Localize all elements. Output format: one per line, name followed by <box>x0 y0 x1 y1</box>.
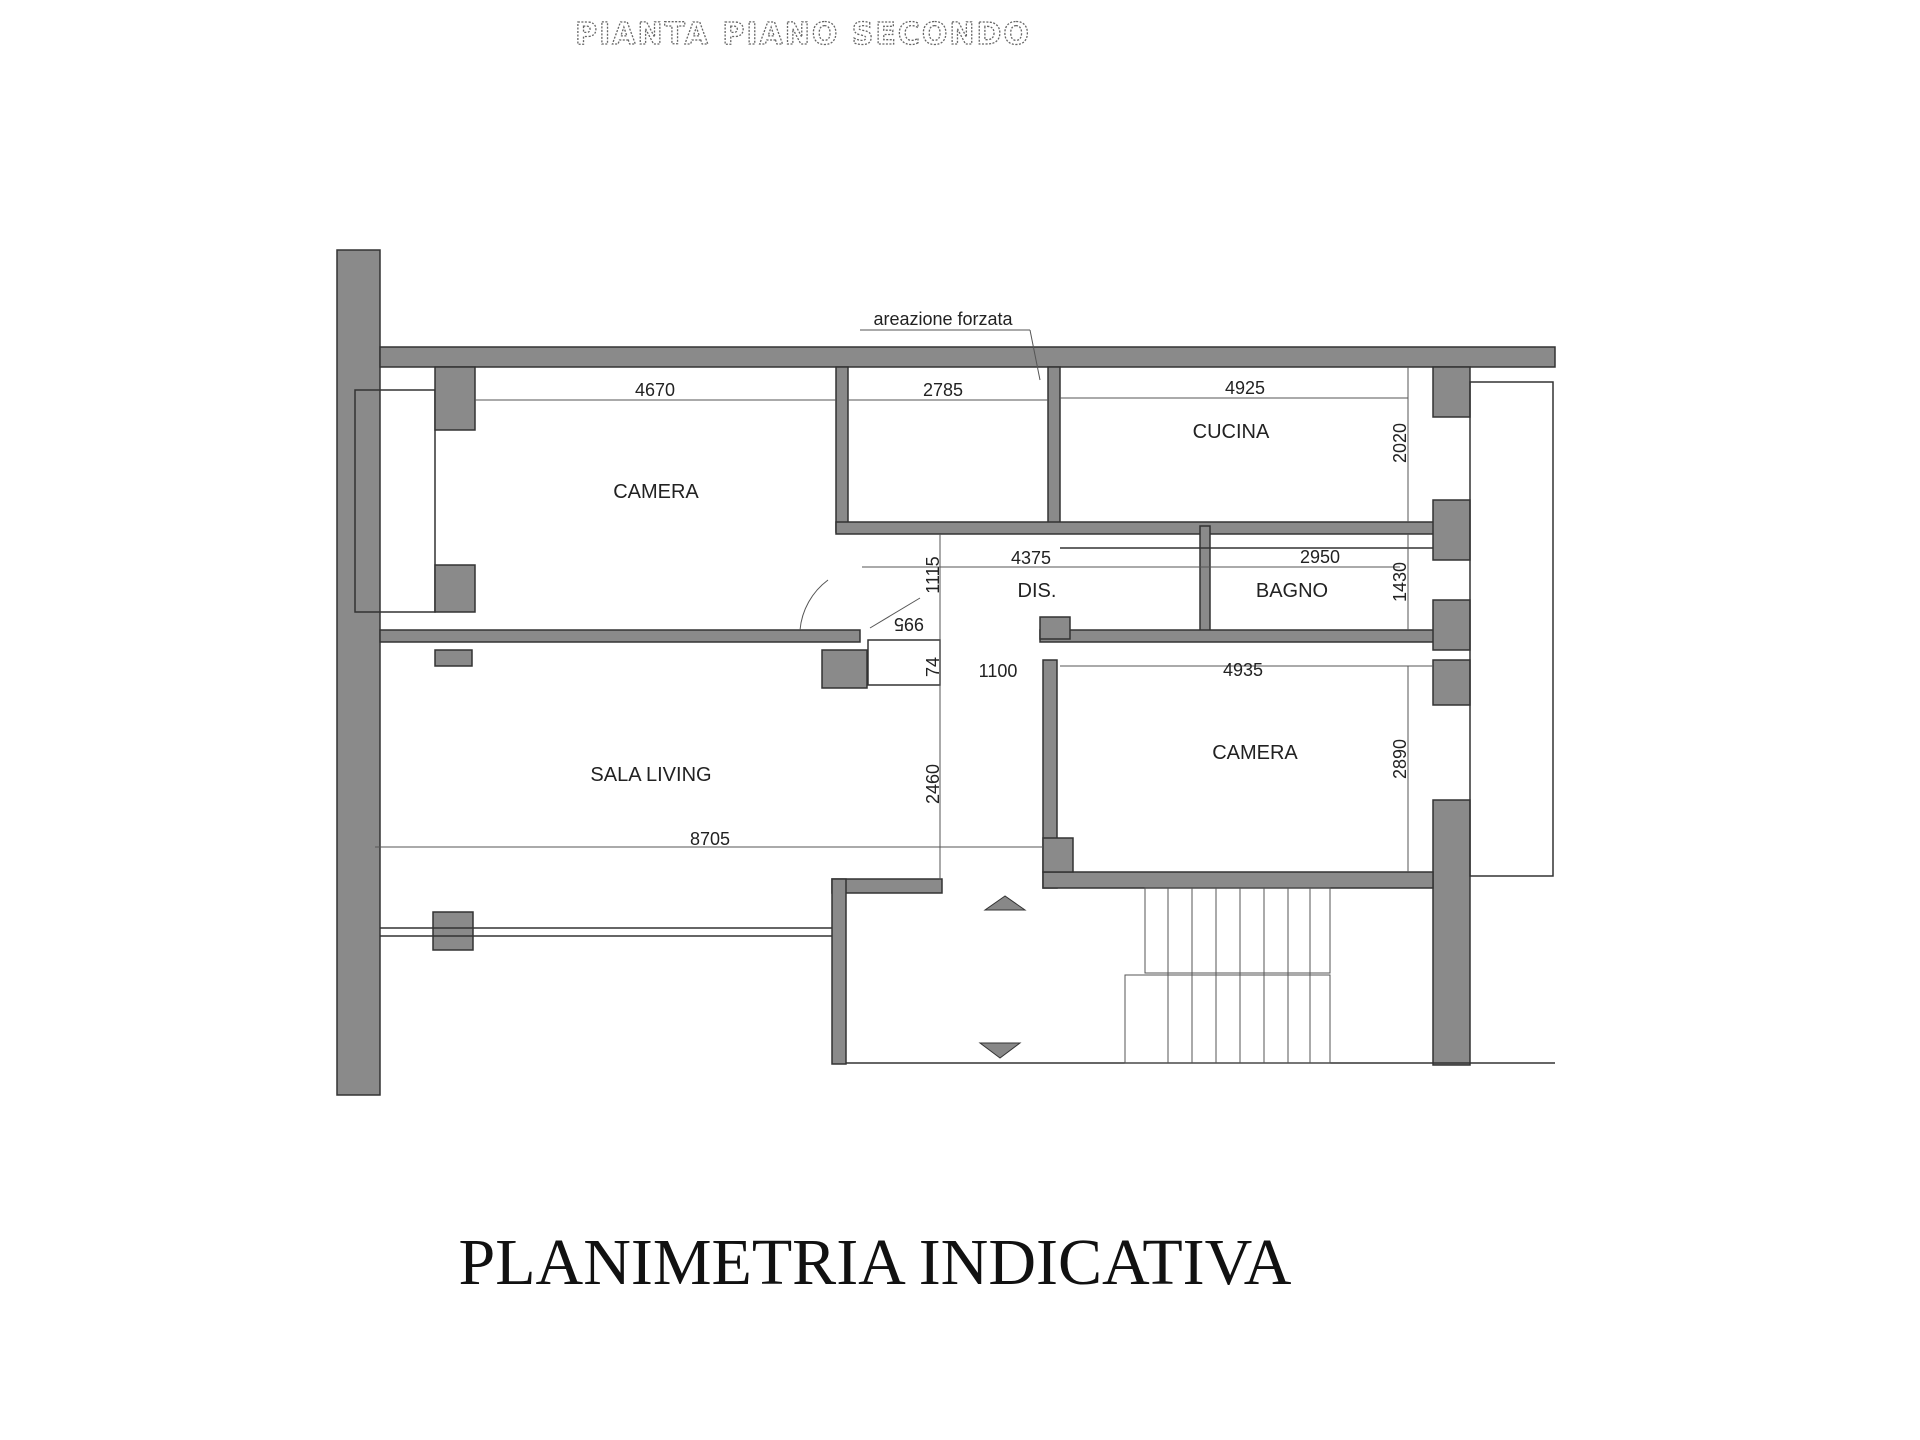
dim-utility-width: 2785 <box>923 380 963 400</box>
top-wall <box>379 346 1556 368</box>
plan-caption: PLANIMETRIA INDICATIVA <box>459 1226 1292 1299</box>
right-pillar <box>1432 599 1471 651</box>
pillar <box>1042 837 1074 873</box>
stair-wall <box>831 878 943 894</box>
room-label-sala-living: SALA LIVING <box>590 764 711 786</box>
dim-camera-south-width: 4935 <box>1223 660 1263 680</box>
dim-closet-width: 995 <box>894 614 924 634</box>
dim-closet-depth: 74 <box>923 657 943 677</box>
walls <box>336 249 1556 1096</box>
ventilation-note: areazione forzata <box>873 309 1013 329</box>
interior-wall <box>835 521 1437 535</box>
dim-dis-depth: 1115 <box>923 556 943 593</box>
interior-wall <box>1047 366 1061 525</box>
dim-cucina-width: 4925 <box>1225 378 1265 398</box>
right-wall <box>1432 799 1471 1066</box>
pillar <box>432 911 474 951</box>
pillar <box>434 564 476 613</box>
middle-wall <box>1039 629 1441 643</box>
interior-wall <box>1199 525 1211 637</box>
arrow-up-icon <box>983 895 1027 911</box>
room-label-bagno: BAGNO <box>1256 580 1328 602</box>
room-label-dis: DIS. <box>1018 580 1057 602</box>
pillar <box>434 366 476 431</box>
arrow-down-icon <box>978 1042 1022 1059</box>
stairs <box>978 887 1331 1064</box>
dim-corridor-depth: 2460 <box>923 764 943 804</box>
stair-wall <box>831 878 847 1065</box>
room-label-camera-south: CAMERA <box>1212 742 1298 764</box>
plan-title: PIANTA PIANO SECONDO <box>575 17 1031 52</box>
dim-camera-south-depth: 2890 <box>1390 739 1410 779</box>
room-label-camera-north: CAMERA <box>613 481 699 503</box>
dim-corridor-width: 1100 <box>979 661 1018 681</box>
interior-wall <box>835 366 849 533</box>
pillar <box>1039 616 1071 640</box>
dim-camera-north-width: 4670 <box>635 380 675 400</box>
dimension-lines <box>375 367 1433 880</box>
bottom-wall <box>1042 871 1434 889</box>
door-swing <box>869 597 921 629</box>
pillar <box>821 649 868 689</box>
right-pillar <box>1432 659 1471 706</box>
dim-cucina-depth: 2020 <box>1390 423 1410 463</box>
right-pillar <box>1432 499 1471 561</box>
room-label-cucina: CUCINA <box>1193 421 1270 443</box>
dim-living-width: 8705 <box>690 829 730 849</box>
pillar <box>434 649 473 667</box>
left-bay <box>354 389 436 613</box>
dim-bagno-width: 2950 <box>1300 547 1340 567</box>
middle-wall <box>379 629 861 643</box>
right-pillar <box>1432 366 1471 418</box>
dim-dis-width: 4375 <box>1011 548 1051 568</box>
dim-bagno-depth: 1430 <box>1390 562 1410 602</box>
door-swing <box>799 579 829 631</box>
right-bay <box>1469 381 1554 877</box>
left-wall <box>336 249 381 1096</box>
